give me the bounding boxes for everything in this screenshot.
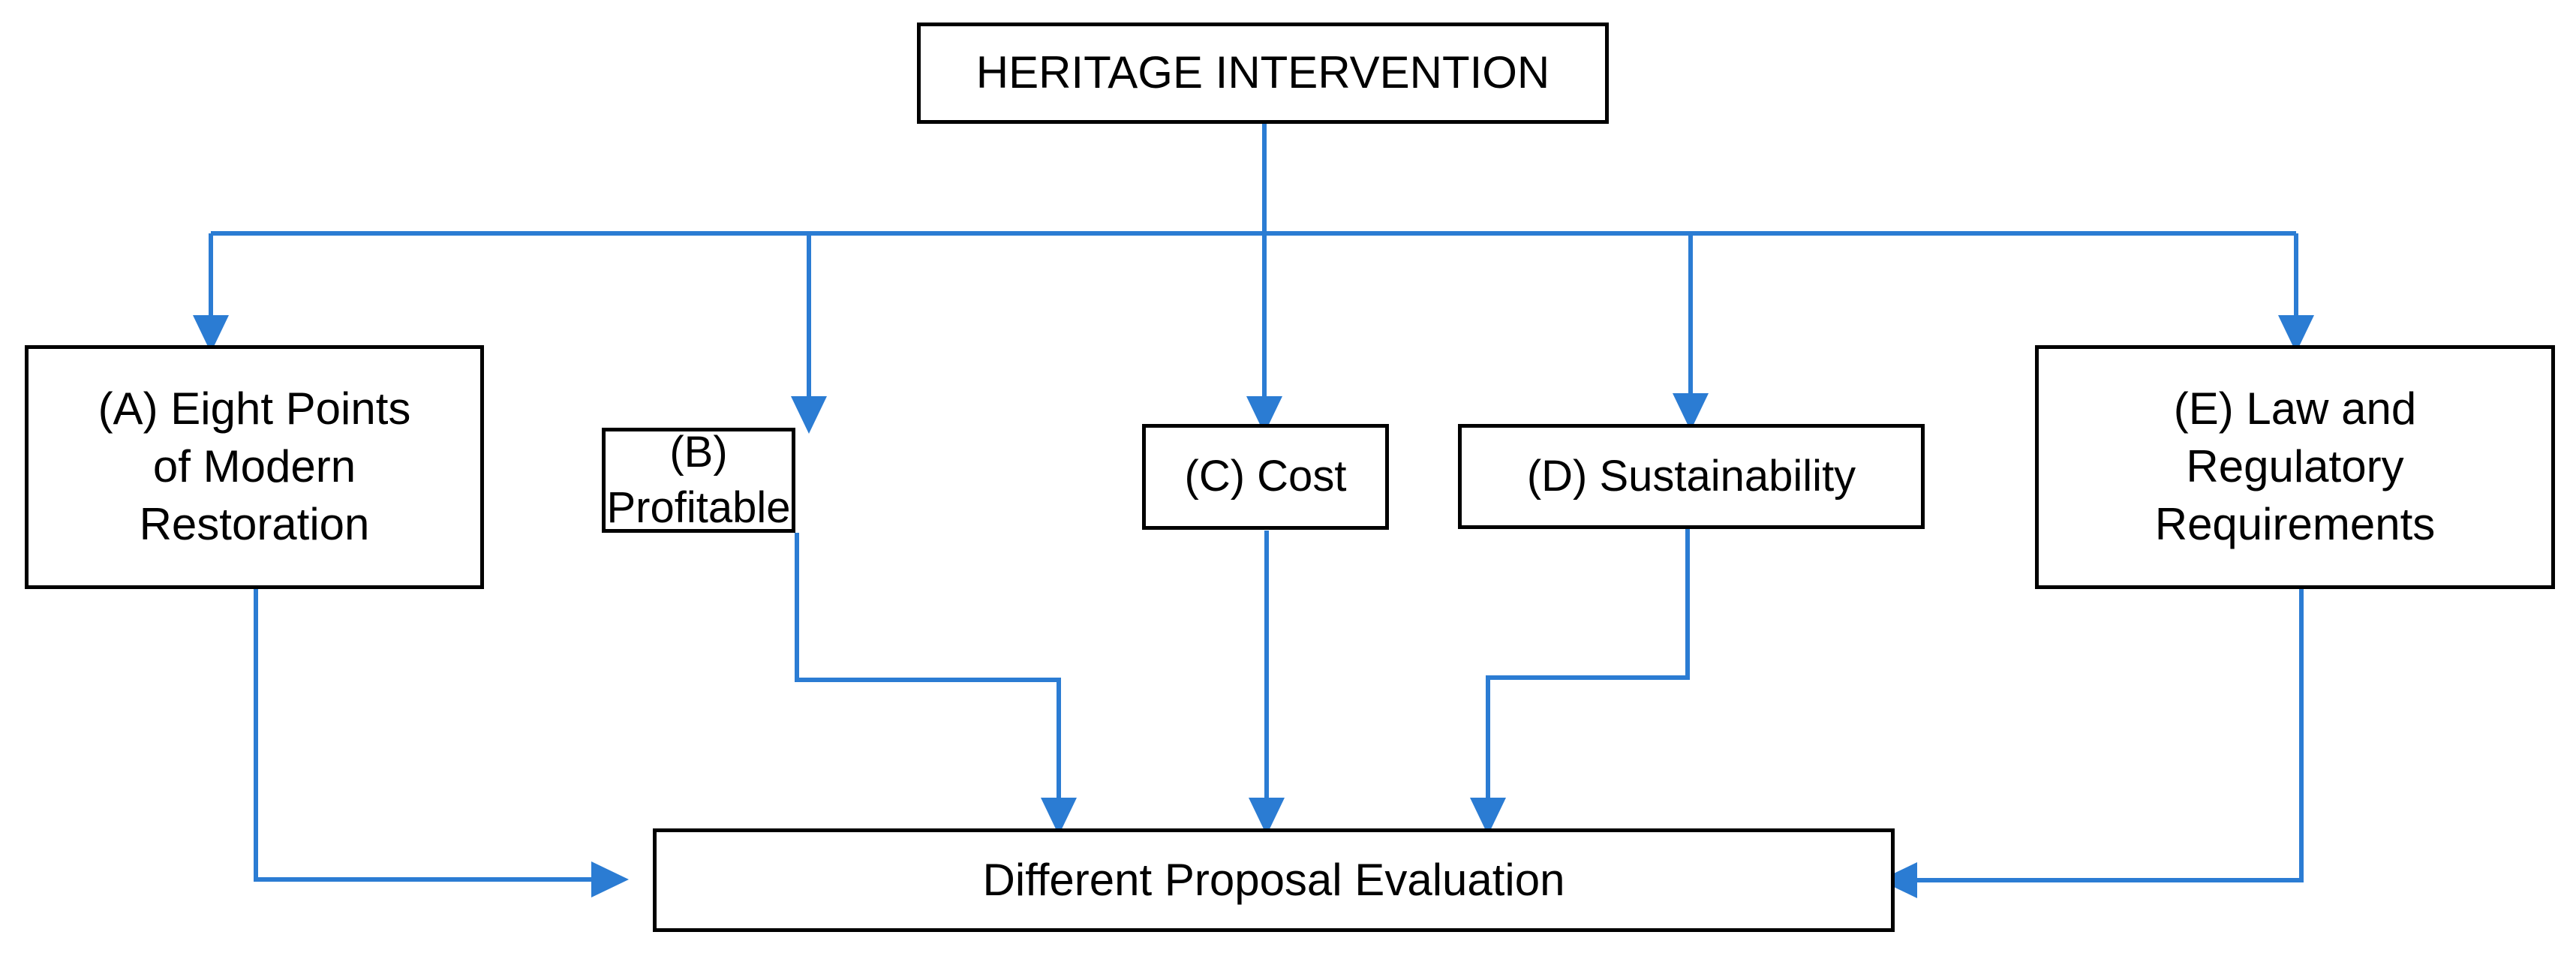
node-c-cost-label: (C) Cost: [1184, 452, 1347, 501]
node-b-profitable[interactable]: (B) Profitable: [602, 428, 795, 533]
node-heritage-intervention[interactable]: HERITAGE INTERVENTION: [917, 23, 1609, 124]
edge-e-to-outcome-line: [1895, 589, 2304, 882]
node-heritage-intervention-label: HERITAGE INTERVENTION: [975, 47, 1550, 98]
node-d-sustainability-label: (D) Sustainability: [1526, 451, 1856, 501]
node-different-proposal-evaluation[interactable]: Different Proposal Evaluation: [653, 828, 1895, 932]
node-a-eight-points-label: (A) Eight Points of Modern Restoration: [98, 383, 411, 549]
edge-a-to-outcome-line: [254, 589, 614, 882]
edge-a-to-outcome-arrowhead: [591, 861, 629, 897]
edge-e-to-outcome-arrowhead: [1880, 862, 1917, 898]
node-a-eight-points[interactable]: (A) Eight Points of Modern Restoration: [25, 345, 484, 589]
edge-b-to-outcome-arrowhead: [1041, 798, 1077, 835]
edge-root-to-d-arrowhead: [1673, 393, 1709, 431]
edge-root-to-e-arrowhead: [2278, 315, 2314, 353]
node-b-profitable-label: (B) Profitable: [606, 427, 791, 532]
node-c-cost[interactable]: (C) Cost: [1142, 424, 1389, 530]
edge-root-to-a-arrowhead: [193, 315, 229, 353]
edge-b-to-outcome-line: [795, 533, 1061, 822]
edge-c-to-outcome-arrowhead: [1249, 798, 1285, 835]
node-different-proposal-evaluation-label: Different Proposal Evaluation: [982, 854, 1565, 905]
edge-root-to-cost-arrowhead: [1246, 396, 1282, 434]
edge-d-to-outcome-line: [1486, 529, 1690, 822]
edge-d-to-outcome-arrowhead: [1470, 798, 1506, 835]
node-e-law-regulatory-label: (E) Law and Regulatory Requirements: [2154, 383, 2436, 549]
node-e-law-regulatory[interactable]: (E) Law and Regulatory Requirements: [2035, 345, 2555, 589]
node-d-sustainability[interactable]: (D) Sustainability: [1458, 424, 1925, 529]
edge-root-to-b-arrowhead: [791, 396, 827, 434]
